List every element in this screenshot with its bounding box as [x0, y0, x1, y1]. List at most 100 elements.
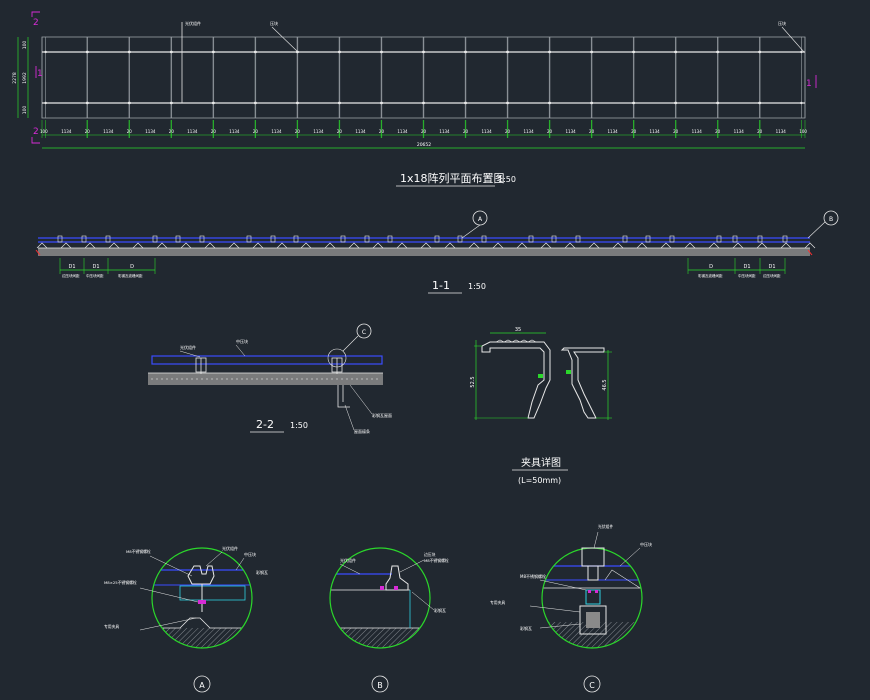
svg-text:彩钢瓦波峰间距: 彩钢瓦波峰间距	[698, 273, 723, 278]
plan-clamp-node	[506, 101, 510, 105]
sec11-rib	[780, 242, 792, 249]
plan-clamps	[44, 50, 803, 105]
sec22-pattern-dot	[286, 378, 288, 380]
plan-clamp-node	[674, 50, 678, 54]
section-1-1-view: A B D1 D1 D 边压块间距 中压块间距 彩钢瓦波峰间距	[35, 210, 839, 294]
detB-label-module: 光伏组件	[340, 557, 356, 563]
svg-text:D1: D1	[92, 264, 99, 270]
sec22-clamp-left	[195, 357, 207, 374]
sec11-rib	[372, 242, 384, 249]
sec22-title: 2-2	[256, 418, 274, 431]
detA-label-module: 光伏组件	[222, 545, 238, 551]
plan-clamp-node	[254, 101, 257, 105]
plan-callout-leader-1	[271, 26, 299, 53]
plan-dim-value: 1134	[145, 129, 156, 134]
plan-dim-value: 1134	[565, 129, 576, 134]
plan-dim-value: 1134	[481, 129, 492, 134]
sec22-pattern-dot	[201, 378, 203, 380]
svg-text:1: 1	[806, 79, 812, 89]
plan-clamp-node	[464, 50, 468, 54]
svg-text:B: B	[829, 216, 833, 223]
sec11-rib	[636, 242, 648, 249]
sec22-pattern-dot	[176, 378, 178, 380]
sec11-rib	[60, 242, 72, 249]
plan-title: 1x18阵列平面布置图	[400, 171, 505, 185]
plan-dim-value: 20	[85, 129, 91, 134]
sec22-pattern-dot	[301, 378, 303, 380]
sec22-leader-clamp	[235, 344, 246, 357]
svg-text:D1: D1	[743, 264, 750, 270]
section-marker-2-top: 2	[31, 11, 40, 28]
plan-callout-module: 光伏组件	[185, 20, 201, 26]
section-2-2-view: C 光伏组件 中压块 彩钢瓦屋面 屋面檩条 2-2 1:50	[148, 323, 392, 434]
plan-dim-value: 1134	[397, 129, 408, 134]
sec11-rib	[708, 242, 720, 249]
clamp-detail-title: 夹具详图	[521, 456, 561, 469]
svg-text:中压块间距: 中压块间距	[738, 273, 756, 278]
detC-marker: C	[589, 681, 595, 690]
svg-text:A: A	[478, 216, 483, 223]
sec11-clamp	[81, 235, 87, 243]
sec22-pattern-dot	[336, 378, 338, 380]
sec22-pattern-dot	[276, 378, 278, 380]
svg-text:D: D	[130, 264, 134, 270]
sec11-rib	[108, 242, 120, 249]
detail-marker-c: C	[327, 323, 372, 368]
sec22-pattern-dot	[166, 378, 168, 380]
sec11-clamp	[528, 235, 534, 243]
plan-clamp-node	[548, 101, 552, 105]
sec22-pattern-dot	[181, 378, 183, 380]
sec22-pattern-dot	[251, 378, 253, 380]
svg-text:52.5: 52.5	[470, 376, 476, 387]
sec22-roof-pattern	[151, 378, 378, 380]
sec11-rib	[252, 242, 264, 249]
sec22-pattern-dot	[346, 378, 348, 380]
plan-clamp-node	[338, 50, 342, 54]
plan-clamp-node	[170, 50, 173, 54]
clamp-detail-subtitle: (L=50mm)	[518, 476, 561, 485]
plan-clamp-node	[422, 50, 426, 54]
plan-dim-value: 20	[421, 129, 427, 134]
svg-text:100: 100	[22, 106, 28, 115]
detB-label-roof: 彩钢瓦	[434, 607, 446, 613]
detail-marker-a: A	[461, 210, 488, 239]
plan-clamp-node	[800, 50, 803, 54]
sec22-pattern-dot	[191, 378, 193, 380]
section-marker-1-left: 1	[35, 66, 43, 79]
plan-clamp-node	[380, 101, 384, 105]
sec11-rib	[204, 242, 216, 249]
sec11-clamp	[481, 235, 487, 243]
sec11-rib	[660, 242, 672, 249]
sec11-clamp	[199, 235, 205, 243]
detB-marker: B	[377, 681, 383, 690]
sec11-rib	[36, 242, 48, 249]
plan-dim-value: 20	[547, 129, 553, 134]
sec22-pattern-dot	[151, 378, 153, 380]
sec22-pattern-dot	[316, 378, 318, 380]
sec22-pattern-dot	[311, 378, 313, 380]
plan-scale: 1:50	[498, 175, 516, 184]
svg-text:D: D	[709, 264, 713, 270]
plan-dim-value: 1134	[61, 129, 72, 134]
sec22-pattern-dot	[186, 378, 188, 380]
sec22-leader-roof	[349, 384, 373, 415]
plan-clamp-node	[212, 101, 215, 105]
sec22-pattern-dot	[371, 378, 373, 380]
sec22-pattern-dot	[211, 378, 213, 380]
plan-dim-value: 1134	[229, 129, 240, 134]
sec22-panel	[151, 355, 383, 365]
sec11-title: 1-1	[432, 279, 450, 292]
svg-text:35: 35	[515, 327, 521, 333]
sec22-pattern-dot	[256, 378, 258, 380]
sec22-pattern-dot	[161, 378, 163, 380]
detA-label-roof: 彩钢瓦	[256, 569, 268, 575]
plan-dim-value: 20	[379, 129, 385, 134]
plan-clamp-node	[632, 101, 636, 105]
detA-label-bolt2: M8×25不锈钢螺栓	[104, 580, 137, 585]
sec11-clamp	[457, 235, 463, 243]
sec22-pattern-dot	[376, 378, 378, 380]
svg-text:彩钢瓦波峰间距: 彩钢瓦波峰间距	[118, 273, 143, 278]
